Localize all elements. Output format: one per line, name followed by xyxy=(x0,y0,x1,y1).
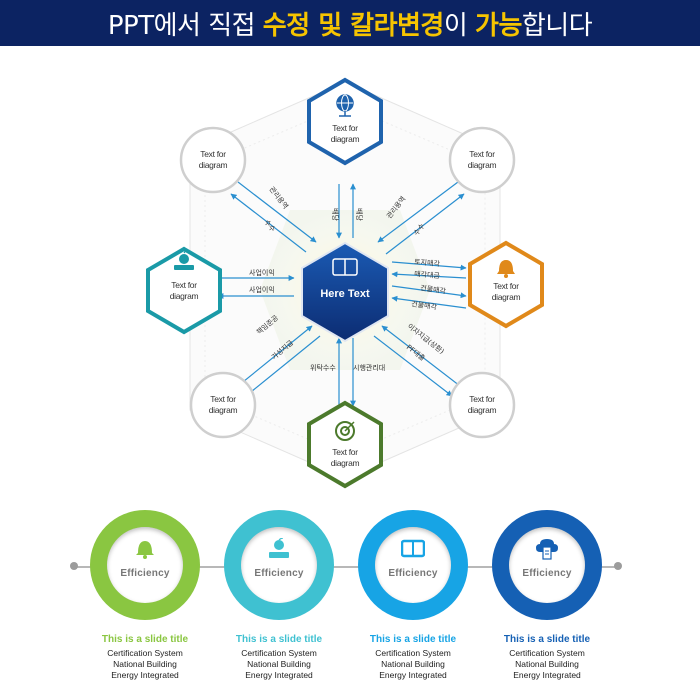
arrow-bottomright-in xyxy=(381,325,461,387)
arrow-right-1 xyxy=(391,261,467,271)
node-label-line1: Text for xyxy=(210,394,236,404)
card-title: This is a slide title xyxy=(101,634,189,645)
arrow-right-4 xyxy=(391,295,467,309)
card-line-2: National Building xyxy=(381,659,445,669)
node-label-line1: Text for xyxy=(469,394,495,404)
timeline-line xyxy=(74,566,618,568)
node-label-line1: Text for xyxy=(332,447,358,457)
arrow-bottomright-out xyxy=(373,335,453,397)
arrow-topright-out xyxy=(385,193,465,255)
edge-label-b-b: 시행관리대 xyxy=(353,363,385,372)
edge-label-l-a: 사업이익 xyxy=(249,268,275,277)
card-title: This is a slide title xyxy=(369,634,457,645)
card-line-3: Energy Integrated xyxy=(379,670,447,680)
card-line-3: Energy Integrated xyxy=(111,670,179,680)
efficiency-card-2: Efficiency This is a slide title Certifi… xyxy=(224,510,334,690)
header-banner: PPT에서 직접 수정 및 칼라변경이 가능합니다 xyxy=(0,0,700,46)
node-left: Text for diagram xyxy=(146,246,222,335)
arrow-right-2 xyxy=(391,271,467,279)
card-line-1: Certification System xyxy=(509,648,585,658)
node-label-line1: Text for xyxy=(332,123,358,133)
globe-icon xyxy=(336,94,354,117)
card-line-3: Energy Integrated xyxy=(245,670,313,680)
edge-label-top-b: 배당 xyxy=(355,208,364,221)
edge-label-b-a: 위탁수수 xyxy=(310,363,336,372)
arrow-bottomleft-out xyxy=(245,335,321,397)
node-label-line2: diagram xyxy=(209,405,238,415)
node-label-line1: Text for xyxy=(493,281,519,291)
target-icon xyxy=(335,421,355,441)
node-top-left: Text for diagram xyxy=(179,126,247,194)
timeline-start-dot xyxy=(70,562,78,570)
node-right: Text for diagram xyxy=(468,240,544,329)
node-label-line2: diagram xyxy=(331,458,360,468)
card-line-1: Certification System xyxy=(241,648,317,658)
efficiency-card-4: Efficiency This is a slide title Certifi… xyxy=(492,510,602,690)
node-label-line2: diagram xyxy=(170,291,199,301)
node-top-right: Text for diagram xyxy=(448,126,516,194)
card-line-2: National Building xyxy=(247,659,311,669)
card-line-1: Certification System xyxy=(107,648,183,658)
card-efficiency-label: Efficiency xyxy=(120,568,170,579)
edge-label-r-c: 건물매각 xyxy=(420,283,447,296)
node-label-line2: diagram xyxy=(468,160,497,170)
card-title: This is a slide title xyxy=(503,634,591,645)
card-line-1: Certification System xyxy=(375,648,451,658)
node-label-line1: Text for xyxy=(171,280,197,290)
arrow-right-3 xyxy=(391,285,467,299)
apple-book-icon xyxy=(174,249,194,270)
timeline-end-dot xyxy=(614,562,622,570)
card-line-2: National Building xyxy=(113,659,177,669)
card-inner-circle xyxy=(107,527,183,603)
node-label-line2: diagram xyxy=(331,134,360,144)
open-book-icon xyxy=(332,258,358,276)
efficiency-card-3: Efficiency This is a slide title Certifi… xyxy=(358,510,468,690)
efficiency-section: Efficiency This is a slide title Certifi… xyxy=(0,500,700,700)
card-line-2: National Building xyxy=(515,659,579,669)
bell-icon xyxy=(136,541,154,559)
efficiency-card-1: Efficiency This is a slide title Certifi… xyxy=(90,510,200,690)
card-efficiency-label: Efficiency xyxy=(388,568,438,579)
bell-icon xyxy=(497,260,515,278)
page-title: PPT에서 직접 수정 및 칼라변경이 가능합니다 xyxy=(107,10,593,41)
node-bottom: Text for diagram xyxy=(307,400,383,489)
card-title: This is a slide title xyxy=(235,634,323,645)
node-label-line1: Text for xyxy=(469,149,495,159)
hub-node: Here Text xyxy=(301,241,389,343)
node-bottom-left: Text for diagram xyxy=(189,371,257,439)
node-label-line1: Text for xyxy=(200,149,226,159)
card-inner-circle xyxy=(375,527,451,603)
relationship-diagram: 배당 배당 관리용역 수수 관리용역 수수 사업이익 사업이익 토지매각 매각대… xyxy=(146,77,544,489)
arrow-bottomleft-in xyxy=(237,325,313,387)
node-label-line2: diagram xyxy=(492,292,521,302)
edge-label-r-d: 건물매각 xyxy=(411,299,438,312)
hub-label: Here Text xyxy=(320,288,370,300)
open-book-icon xyxy=(401,539,425,558)
edge-label-r-b: 매각대금 xyxy=(414,270,441,280)
edge-label-top-a: 배당 xyxy=(331,208,340,221)
card-efficiency-label: Efficiency xyxy=(522,568,572,579)
node-top: Text for diagram xyxy=(307,77,383,166)
card-efficiency-label: Efficiency xyxy=(254,568,304,579)
node-bottom-right: Text for diagram xyxy=(448,371,516,439)
node-label-line2: diagram xyxy=(468,405,497,415)
connector-arrows xyxy=(217,181,467,407)
document-icon xyxy=(536,539,558,560)
arrow-topleft-in xyxy=(237,181,317,243)
edge-label-r-a: 토지매각 xyxy=(414,257,441,268)
card-line-3: Energy Integrated xyxy=(513,670,581,680)
apple-book-icon xyxy=(269,538,289,558)
node-label-line2: diagram xyxy=(199,160,228,170)
arrow-topright-in xyxy=(377,181,459,243)
edge-label-l-b: 사업이익 xyxy=(249,285,275,294)
arrow-topleft-out xyxy=(230,193,307,253)
